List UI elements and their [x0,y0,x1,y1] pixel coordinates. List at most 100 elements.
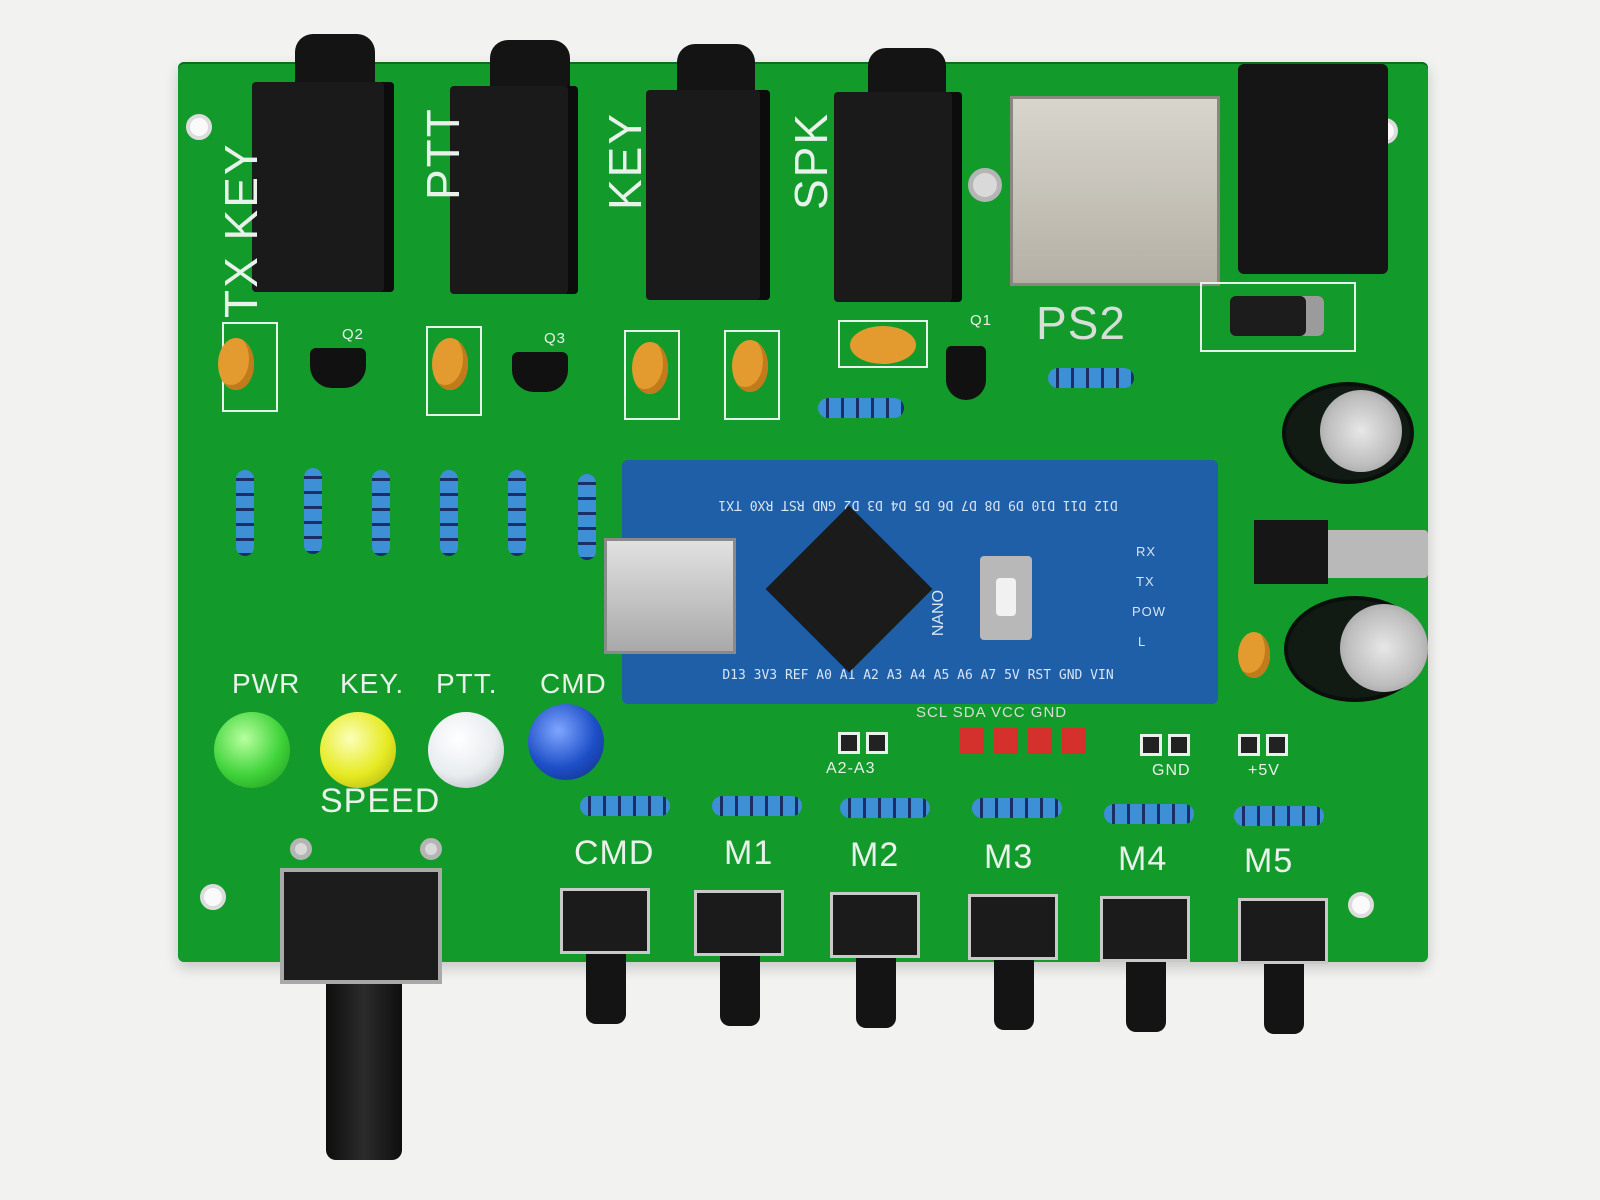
resistor [1104,804,1194,824]
resistor [972,798,1062,818]
label-button-m1: M1 [724,834,774,872]
label-cmd-led: CMD [540,668,607,699]
ps2-mount-tab [968,168,1002,202]
nano-bottom-pin-labels: D13 3V3 REF A0 A1 A2 A3 A4 A5 A6 A7 5V R… [722,668,1114,683]
pot-mount-hole [420,838,442,860]
label-q2: Q2 [342,326,365,343]
ceramic-capacitor [218,338,254,390]
nano-led-rx: RX [1136,544,1157,559]
resistor [372,470,390,556]
diode [1230,296,1324,336]
button-m1-stem[interactable] [720,956,760,1026]
mounting-hole [200,884,226,910]
resistor [1234,806,1324,826]
resistor [508,470,526,556]
resistor [304,468,322,554]
ceramic-capacitor [1238,632,1270,678]
label-speed: SPEED [320,782,441,820]
label-q3: Q3 [544,330,567,347]
label-ps2: PS2 [1036,297,1126,349]
nano-led-l: L [1138,634,1147,649]
label-button-m2: M2 [850,836,900,874]
button-m3-stem[interactable] [994,960,1034,1030]
transistor-q3 [512,352,568,392]
label-button-m4: M4 [1118,840,1168,878]
label-ptt-led: PTT. [436,668,498,699]
mounting-hole [186,114,212,140]
label-spk: SPK [785,111,837,210]
label-i2c: SCL SDA VCC GND [916,704,1068,721]
header-pin [1140,734,1162,756]
label-button-m3: M3 [984,838,1034,876]
led-cmd [528,704,604,780]
label-gnd: GND [1152,762,1191,779]
label-a2-a3: A2-A3 [826,760,876,777]
voltage-regulator [1254,520,1328,584]
ps2-connector [1010,96,1220,286]
resistor [712,796,802,816]
i2c-header-pin [960,728,984,754]
led-key [320,712,396,788]
i2c-header-pin [994,728,1018,754]
led-ptt [428,712,504,788]
header-pin [1266,734,1288,756]
led-pwr [214,712,290,788]
button-m4[interactable] [1100,896,1190,962]
i2c-header-pin [1062,728,1086,754]
ceramic-capacitor [632,342,668,394]
nano-led-pow: POW [1132,604,1167,619]
dc-power-jack [1238,64,1388,274]
diode-outline [1200,282,1356,352]
resistor [440,470,458,556]
electrolytic-capacitor-top [1320,390,1402,472]
cap-outline [724,330,780,420]
ceramic-capacitor [432,338,468,390]
label-tx-key: TX KEY [215,142,267,318]
ceramic-capacitor [732,340,768,392]
label-5v: +5V [1248,762,1280,779]
resistor [1048,368,1134,388]
button-cmd-stem[interactable] [586,954,626,1024]
button-m2[interactable] [830,892,920,958]
nano-top-pin-labels: D12 D11 D10 D9 D8 D7 D6 D5 D4 D3 D2 GND … [718,497,1118,512]
header-pin [838,732,860,754]
resistor [818,398,904,418]
label-button-cmd: CMD [574,834,655,872]
header-pin [1238,734,1260,756]
mounting-hole [1348,892,1374,918]
cap-outline [838,320,928,368]
button-m2-stem[interactable] [856,958,896,1028]
transistor-q1 [946,346,986,400]
button-m5-stem[interactable] [1264,964,1304,1034]
label-q1: Q1 [970,312,993,329]
header-pin [866,732,888,754]
speed-knob-shaft[interactable] [326,984,402,1160]
resistor [840,798,930,818]
resistor [236,470,254,556]
reset-button-cap [996,578,1016,616]
button-m3[interactable] [968,894,1058,960]
nano-chip-text: NANO [930,589,948,637]
button-m4-stem[interactable] [1126,962,1166,1032]
label-key-led: KEY. [340,668,405,699]
header-pin [1168,734,1190,756]
button-m5[interactable] [1238,898,1328,964]
cap-outline [426,326,482,416]
resistor [578,474,596,560]
pot-mount-hole [290,838,312,860]
speed-potentiometer[interactable] [280,868,442,984]
electrolytic-capacitor-top [1340,604,1428,692]
transistor-q2 [310,348,366,388]
cap-outline [624,330,680,420]
label-button-m5: M5 [1244,842,1294,880]
i2c-header-pin [1028,728,1052,754]
ceramic-capacitor [850,326,916,364]
resistor [580,796,670,816]
button-cmd[interactable] [560,888,650,954]
button-m1[interactable] [694,890,784,956]
label-pwr: PWR [232,668,301,699]
nano-led-tx: TX [1136,574,1155,589]
mini-usb-connector [604,538,736,654]
label-key: KEY [599,111,651,210]
label-ptt: PTT [417,107,469,200]
